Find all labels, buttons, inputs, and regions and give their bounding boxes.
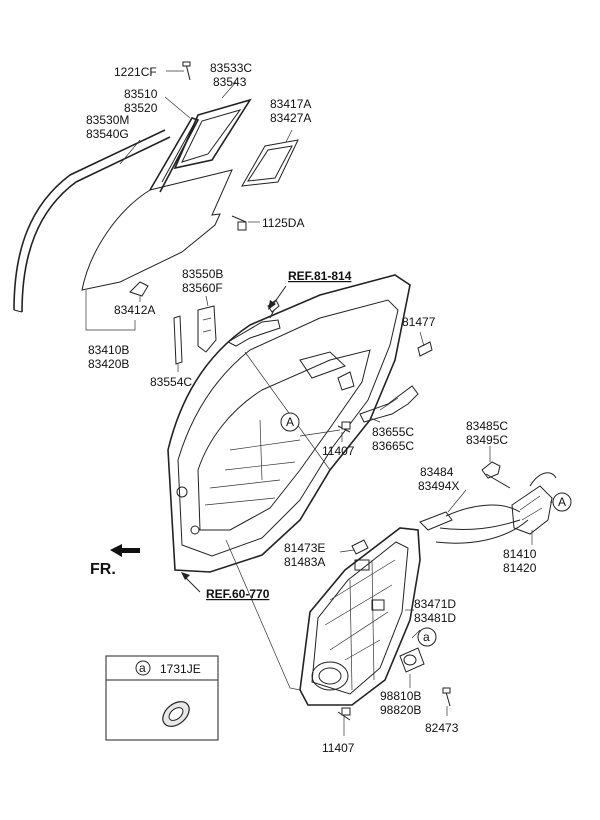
screw-82473 <box>442 687 451 707</box>
ref-arrow-81-814 <box>268 285 287 310</box>
label-98810B: 98810B <box>380 689 421 703</box>
label-83655C: 83655C <box>372 425 414 439</box>
label-83510: 83510 <box>124 87 158 101</box>
front-arrow-icon <box>110 544 140 557</box>
label-83417A: 83417A <box>270 97 311 111</box>
outside-handle-rod-83485C <box>481 461 511 489</box>
legend-callout-a: a <box>139 661 146 675</box>
label-11407-upper: 11407 <box>322 444 355 458</box>
label-81483A: 81483A <box>284 555 325 569</box>
label-83481D: 83481D <box>414 611 456 625</box>
clip-83412A <box>129 281 149 297</box>
door-latch-81410 <box>511 472 557 535</box>
inside-handle-83655C <box>359 385 419 423</box>
grommet-icon <box>162 701 190 727</box>
handle-bracket-83550B <box>197 305 217 353</box>
label-83540G: 83540G <box>86 127 129 141</box>
label-1221CF: 1221CF <box>114 65 157 79</box>
label-83484: 83484 <box>420 465 454 479</box>
label-83410B: 83410B <box>88 343 129 357</box>
label-1125DA: 1125DA <box>262 216 304 230</box>
cable-83484 <box>419 504 529 544</box>
channel-83554C <box>173 315 183 365</box>
regulator-motor-98810B <box>399 647 425 673</box>
part-labels: 1221CF 83533C 83543 83510 83520 83417A 8… <box>86 61 537 755</box>
ref-labels: REF.81-814 REF.60-770 <box>206 269 352 601</box>
label-83530M: 83530M <box>86 113 129 127</box>
label-81473E: 81473E <box>284 541 325 555</box>
front-direction-label: FR. <box>90 561 116 578</box>
label-83520: 83520 <box>124 101 158 115</box>
label-83420B: 83420B <box>88 357 129 371</box>
label-81410: 81410 <box>503 547 537 561</box>
label-83550B: 83550B <box>182 267 223 281</box>
legend-box: a 1731JE <box>105 655 219 741</box>
door-glass <box>81 169 233 291</box>
label-83533C: 83533C <box>210 61 252 75</box>
glass-run-channel <box>13 129 171 313</box>
callout-A-latch-text: A <box>558 495 566 509</box>
ref-arrow-60-770 <box>181 572 201 593</box>
label-83554C: 83554C <box>150 375 192 389</box>
ref-60-770: REF.60-770 <box>206 587 270 601</box>
label-83543: 83543 <box>213 75 247 89</box>
callout-a-module-text: a <box>423 630 430 644</box>
ref-81-814: REF.81-814 <box>288 269 352 283</box>
callout-A-latch: A <box>552 492 572 512</box>
bolt-1125DA <box>231 215 247 231</box>
bolt-11407-upper <box>337 421 351 433</box>
label-83560F: 83560F <box>182 281 223 295</box>
label-83471D: 83471D <box>414 597 456 611</box>
label-83427A: 83427A <box>270 111 311 125</box>
label-82473: 82473 <box>425 721 459 735</box>
door-inner-panel <box>167 274 411 573</box>
callout-a-module: a <box>417 627 437 647</box>
window-regulator-module <box>299 527 421 706</box>
label-83665C: 83665C <box>372 439 414 453</box>
screw-1221CF <box>182 61 191 81</box>
label-83495C: 83495C <box>466 433 508 447</box>
bolt-81477 <box>417 341 433 357</box>
label-81477: 81477 <box>402 315 436 329</box>
quarter-glass-frame <box>173 98 252 170</box>
label-98820B: 98820B <box>380 703 421 717</box>
quarter-glass-channel <box>149 117 200 193</box>
quarter-glass <box>241 139 299 187</box>
label-11407-lower: 11407 <box>322 741 355 755</box>
outside-handle <box>226 299 281 347</box>
label-83485C: 83485C <box>466 419 508 433</box>
legend-part-code: 1731JE <box>160 662 201 676</box>
label-81420: 81420 <box>503 561 537 575</box>
clip-81473E <box>351 539 369 555</box>
label-83494X: 83494X <box>418 479 459 493</box>
label-83412A: 83412A <box>114 303 155 317</box>
callout-A-panel: A <box>280 412 300 432</box>
callout-A-panel-text: A <box>286 415 294 429</box>
leader-lines <box>85 70 555 736</box>
